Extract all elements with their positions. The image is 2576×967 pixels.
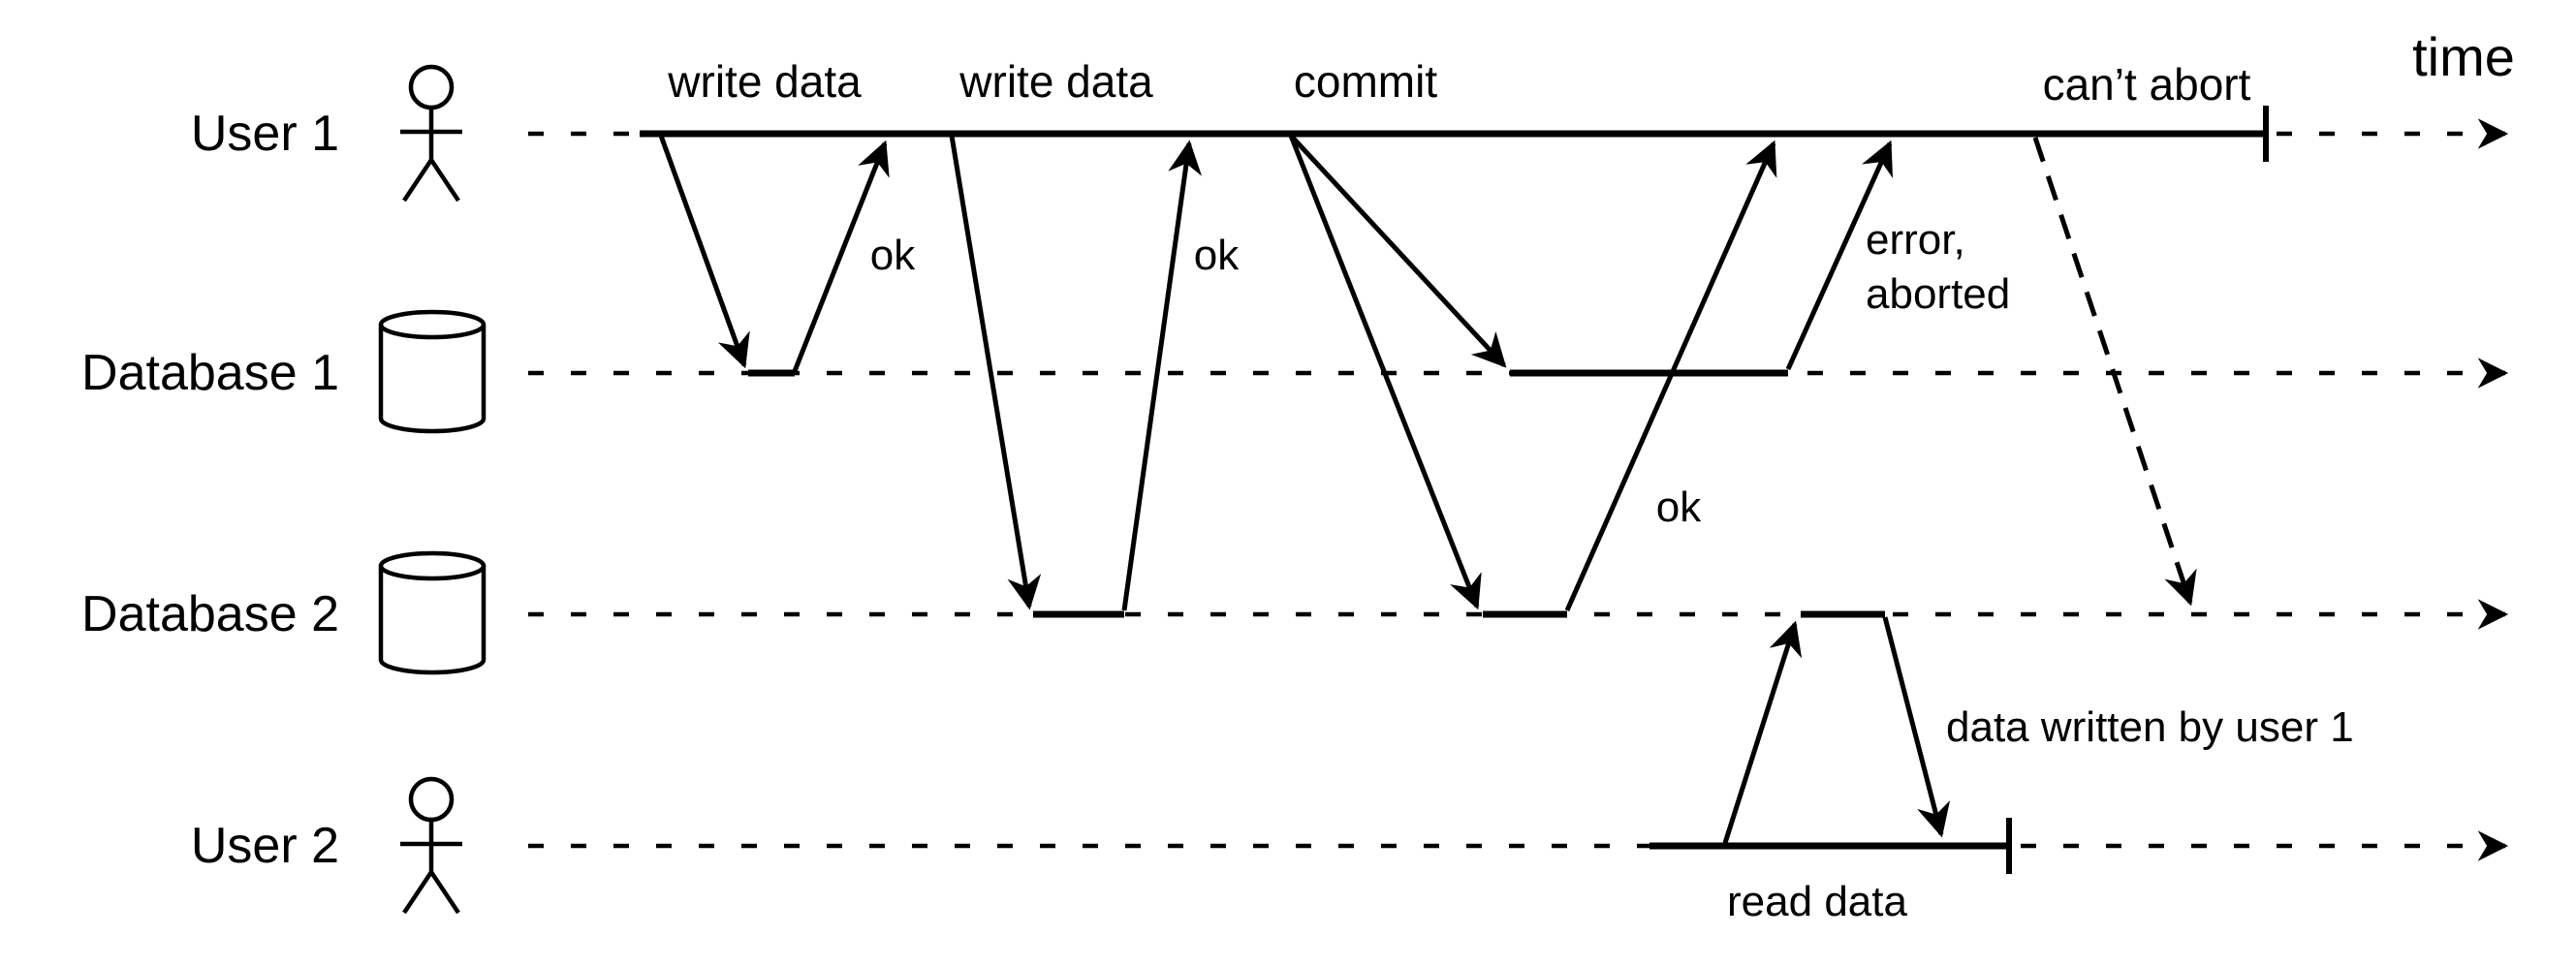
cylinder-top xyxy=(378,550,487,581)
label-data-written-annotation: data written by user 1 xyxy=(1946,703,2354,751)
active-segments xyxy=(640,106,2269,874)
arrow-commit-ok-db2 xyxy=(1564,140,1777,612)
person-legs xyxy=(402,155,460,203)
person-legs xyxy=(402,867,460,915)
database1-icon xyxy=(378,309,487,434)
label-read-data: read data xyxy=(1727,878,1907,925)
label-write-data-2: write data xyxy=(958,56,1153,107)
cylinder-top xyxy=(378,309,487,340)
cylinder-body xyxy=(378,325,487,434)
user1-person-icon xyxy=(400,64,462,203)
person-head xyxy=(408,64,455,110)
label-ok-write2: ok xyxy=(1194,232,1240,279)
arrow-write1-request xyxy=(658,135,750,369)
arrow-read-request xyxy=(1722,620,1803,844)
arrow-commit-db2 xyxy=(1288,135,1482,610)
lane-label-user2: User 2 xyxy=(191,818,339,874)
label-write-data-1: write data xyxy=(667,56,862,107)
cylinder-body xyxy=(378,566,487,675)
label-ok-commit: ok xyxy=(1656,484,1702,531)
label-commit: commit xyxy=(1294,56,1437,107)
arrow-commit-error-db1 xyxy=(1785,140,1894,371)
label-time-axis: time xyxy=(2412,26,2515,87)
arrow-write2-request xyxy=(949,135,1042,610)
message-arrows xyxy=(658,134,2197,844)
arrow-commit-db1 xyxy=(1289,134,1507,368)
database2-icon xyxy=(378,550,487,675)
label-ok-write1: ok xyxy=(870,232,916,279)
lane-label-user1: User 1 xyxy=(191,106,339,162)
label-error-line1: error, xyxy=(1866,216,1965,264)
label-error-line2: aborted xyxy=(1866,270,2010,318)
arrow-write1-ok xyxy=(792,140,890,372)
lane-label-database2: Database 2 xyxy=(81,586,339,642)
event-labels: write data write data commit can’t abort… xyxy=(667,26,2515,925)
user2-person-icon xyxy=(400,776,462,915)
lane-labels: User 1 Database 1 Database 2 User 2 xyxy=(81,106,339,874)
person-head xyxy=(408,776,455,823)
label-cant-abort: can’t abort xyxy=(2043,59,2251,109)
arrow-write2-ok xyxy=(1121,140,1202,611)
arrow-read-response xyxy=(1882,616,1951,838)
lane-label-database1: Database 1 xyxy=(81,345,339,401)
arrow-cant-abort xyxy=(2032,137,2197,607)
